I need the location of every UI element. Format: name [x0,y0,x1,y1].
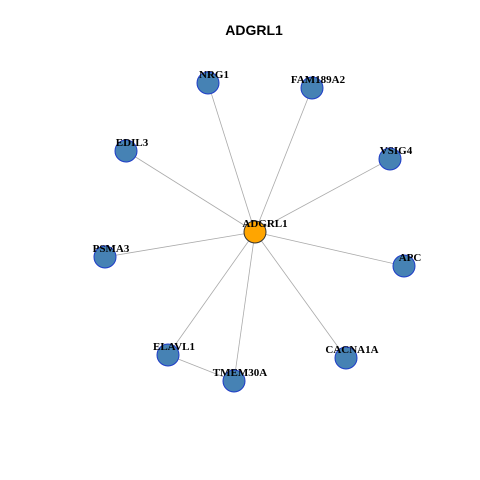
node-label-tmem30a: TMEM30A [213,367,267,379]
node-label-vsig4: VSIG4 [380,145,413,157]
node-circle-edil3 [114,139,138,163]
node-circle-psma3 [93,245,117,269]
edges-layer [104,82,405,382]
edge-adgrl1-cacna1a [254,231,347,359]
node-label-edil3: EDIL3 [116,137,149,149]
edge-adgrl1-elavl1 [167,231,256,356]
node-circle-nrg1 [196,71,220,95]
node-apc: APC [392,252,422,278]
node-circle-fam189a2 [300,76,324,100]
node-psma3: PSMA3 [93,243,130,269]
node-cacna1a: CACNA1A [325,344,379,370]
node-label-elavl1: ELAVL1 [153,341,195,353]
edge-adgrl1-nrg1 [207,82,256,233]
node-circle-elavl1 [156,343,180,367]
node-edil3: EDIL3 [114,137,149,163]
edge-adgrl1-vsig4 [254,158,391,233]
node-fam189a2: FAM189A2 [291,74,346,100]
node-vsig4: VSIG4 [378,145,413,171]
node-elavl1: ELAVL1 [153,341,195,367]
edge-adgrl1-psma3 [104,231,256,258]
node-label-adgrl1: ADGRL1 [242,218,287,230]
diagram-title: ADGRL1 [225,22,283,38]
edge-adgrl1-apc [254,231,405,267]
node-circle-adgrl1 [243,220,267,244]
node-circle-apc [392,254,416,278]
node-label-nrg1: NRG1 [199,69,229,81]
node-label-fam189a2: FAM189A2 [291,74,346,86]
node-adgrl1: ADGRL1 [242,218,288,244]
node-label-cacna1a: CACNA1A [325,344,378,356]
node-circle-vsig4 [378,147,402,171]
node-circle-tmem30a [222,369,246,393]
edge-adgrl1-fam189a2 [254,87,313,233]
node-circle-cacna1a [334,346,358,370]
node-label-apc: APC [399,252,422,264]
node-tmem30a: TMEM30A [213,367,267,393]
edge-elavl1-tmem30a [167,354,235,382]
edge-adgrl1-tmem30a [233,231,256,382]
node-label-psma3: PSMA3 [93,243,130,255]
node-nrg1: NRG1 [196,69,229,95]
edge-adgrl1-edil3 [125,150,256,233]
